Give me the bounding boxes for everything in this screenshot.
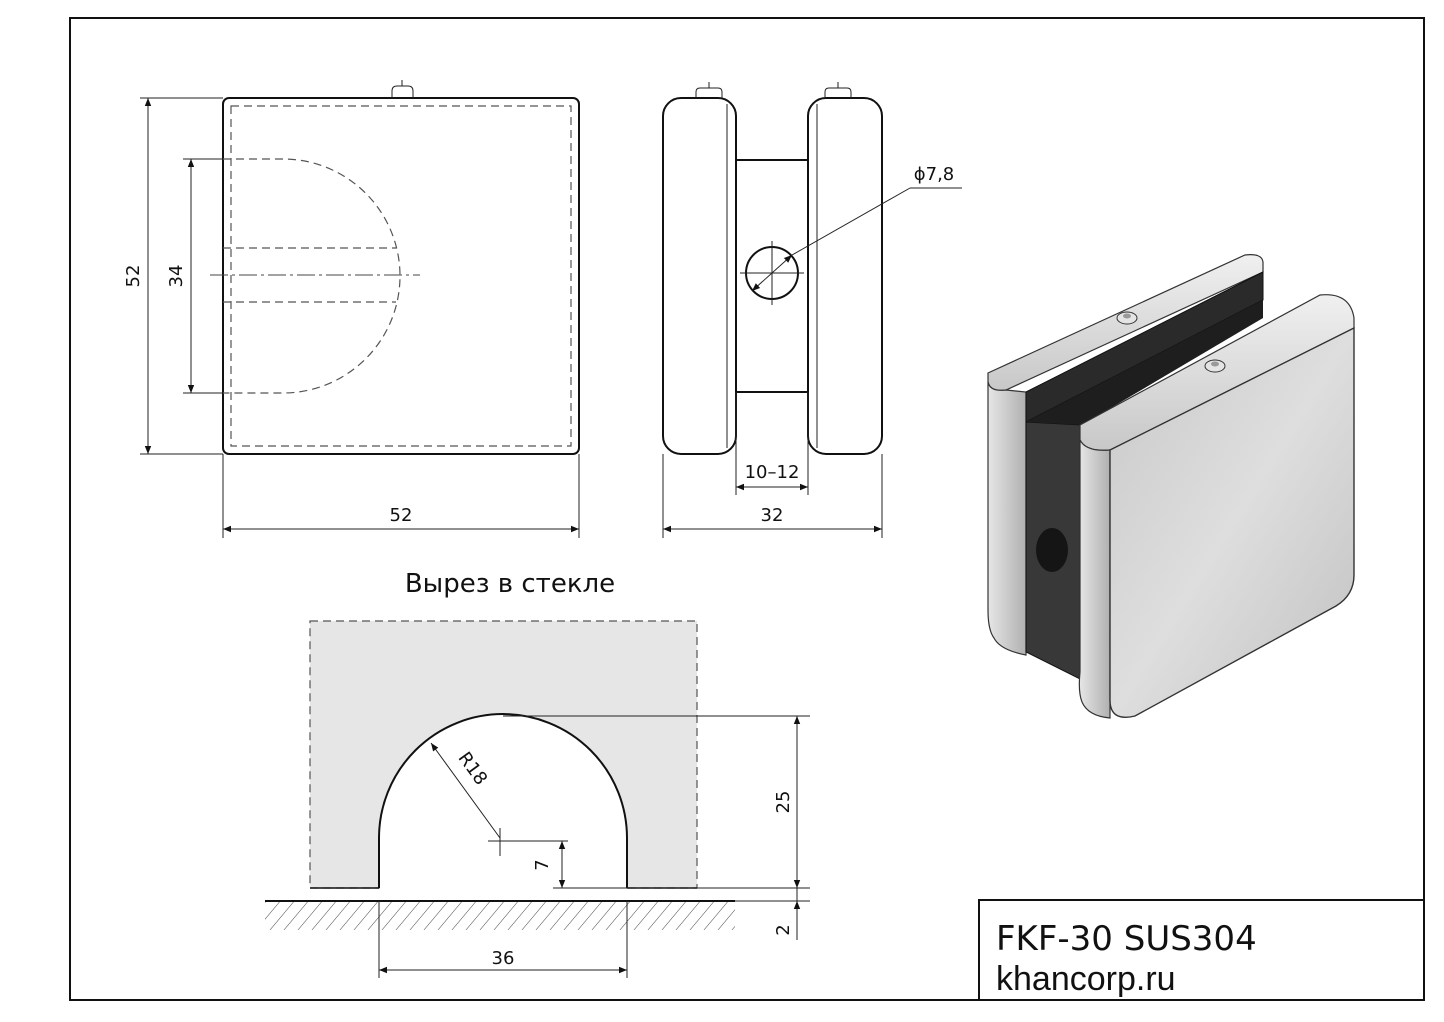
front-height-label: 52 <box>123 265 144 288</box>
website-label: khancorp.ru <box>996 960 1176 998</box>
glass-thickness-label: 10–12 <box>745 462 800 483</box>
cutout-title: Вырез в стекле <box>405 569 615 599</box>
cutout-radius-label: R18 <box>454 748 492 789</box>
hole-diameter-label: ϕ7,8 <box>914 164 955 185</box>
sheet-border <box>69 17 1425 1001</box>
cutout-offset-label: 7 <box>532 859 553 870</box>
cutout-height-label: 25 <box>773 791 794 814</box>
product-code: FKF-30 SUS304 <box>996 919 1257 959</box>
title-block <box>978 899 1425 1001</box>
cutout-gap-label: 2 <box>773 924 794 935</box>
side-view <box>662 82 962 538</box>
front-view <box>140 80 580 538</box>
front-width-label: 52 <box>390 505 413 526</box>
isometric-clamp-render <box>987 254 1355 719</box>
side-depth-label: 32 <box>761 505 784 526</box>
cutout-width-label: 36 <box>492 948 515 969</box>
cutout-view <box>265 620 810 978</box>
front-cutout-label: 34 <box>166 265 187 288</box>
